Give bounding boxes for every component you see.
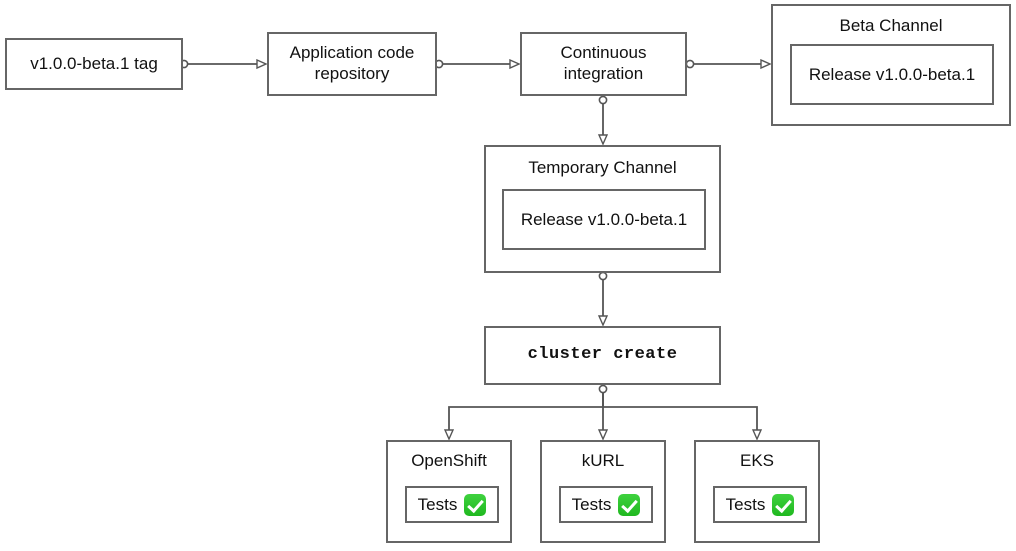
container-beta-channel[interactable]: Beta Channel Release v1.0.0-beta.1 [771, 4, 1011, 126]
container-kurl-title: kURL [581, 451, 625, 470]
edge-temporary-channel-to-cluster-create [599, 271, 606, 324]
container-beta-channel-title: Beta Channel [839, 16, 943, 35]
node-openshift-tests[interactable]: Tests [405, 486, 499, 523]
node-application-code-repository-label: Application code repository [289, 43, 415, 83]
node-continuous-integration[interactable]: Continuous integration [520, 32, 687, 96]
node-eks-tests-label: Tests [725, 494, 766, 514]
node-openshift-tests-label: Tests [417, 494, 458, 514]
node-eks-tests[interactable]: Tests [713, 486, 807, 523]
node-cluster-create-label: cluster create [527, 345, 678, 365]
green-check-icon [772, 493, 795, 516]
green-check-icon [464, 493, 487, 516]
container-eks[interactable]: EKS Tests [694, 440, 820, 543]
node-kurl-tests-label: Tests [571, 494, 612, 514]
container-eks-title: EKS [739, 451, 775, 470]
edge-tag-to-repo [179, 60, 265, 67]
node-continuous-integration-label: Continuous integration [560, 43, 647, 83]
edge-repo-to-ci [434, 60, 518, 67]
container-temporary-channel[interactable]: Temporary Channel Release v1.0.0-beta.1 [484, 145, 721, 273]
node-beta-channel-release[interactable]: Release v1.0.0-beta.1 [790, 44, 994, 105]
node-cluster-create[interactable]: cluster create [484, 326, 721, 385]
node-kurl-tests[interactable]: Tests [559, 486, 653, 523]
node-tag-label: v1.0.0-beta.1 tag [30, 53, 158, 73]
edge-ci-to-temporary-channel [599, 95, 606, 143]
container-kurl[interactable]: kURL Tests [540, 440, 666, 543]
green-check-icon [618, 493, 641, 516]
container-openshift[interactable]: OpenShift Tests [386, 440, 512, 543]
node-temporary-channel-release[interactable]: Release v1.0.0-beta.1 [502, 189, 706, 250]
edge-cluster-create-branch [449, 384, 757, 438]
container-openshift-title: OpenShift [411, 451, 487, 470]
edge-ci-to-beta-channel [685, 60, 769, 67]
container-temporary-channel-title: Temporary Channel [528, 158, 677, 177]
node-beta-channel-release-label: Release v1.0.0-beta.1 [808, 64, 976, 84]
node-application-code-repository[interactable]: Application code repository [267, 32, 437, 96]
node-temporary-channel-release-label: Release v1.0.0-beta.1 [520, 209, 688, 229]
node-tag[interactable]: v1.0.0-beta.1 tag [5, 38, 183, 90]
